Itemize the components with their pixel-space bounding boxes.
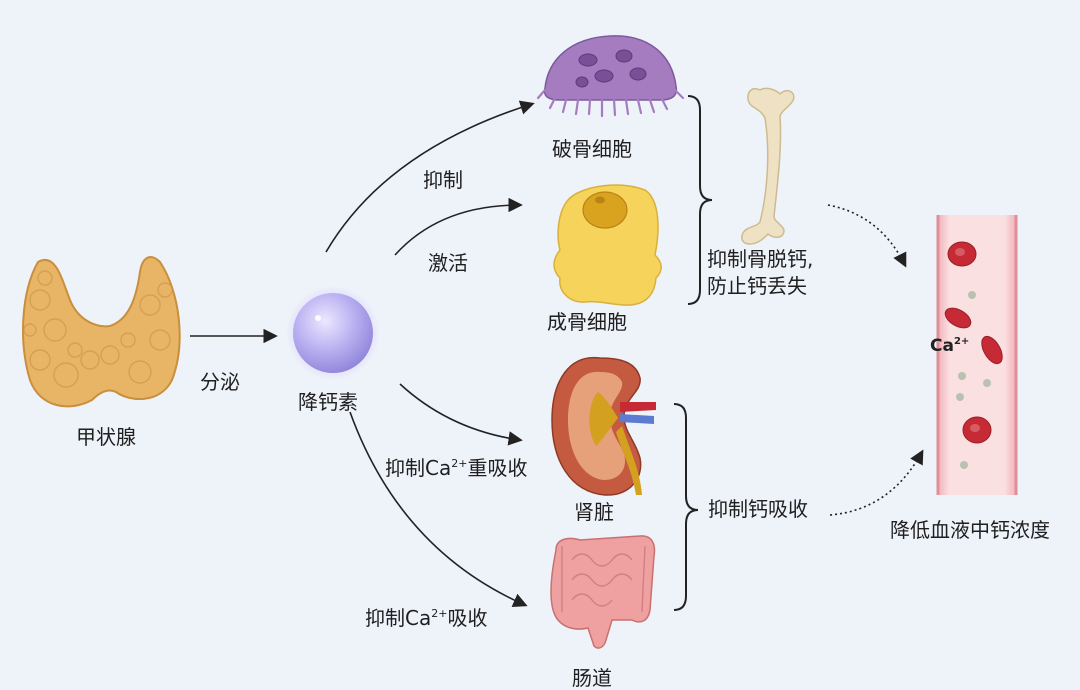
kidney-label: 肾脏 xyxy=(574,500,614,524)
bone-effect-line2: 防止钙丢失 xyxy=(707,274,807,298)
calcium-ion-label: Ca2+ xyxy=(930,336,969,356)
calcitonin-molecule-icon xyxy=(286,286,380,380)
result-label: 降低血液中钙浓度 xyxy=(890,518,1050,542)
inhibit-reabsorption-label: 抑制Ca2+重吸收 xyxy=(385,456,527,480)
inhibit-reabsorption-prefix: 抑制Ca xyxy=(385,456,452,480)
inhibit-absorption-sup: 2+ xyxy=(431,607,448,620)
intestine-icon xyxy=(550,535,656,649)
secrete-label: 分泌 xyxy=(200,370,240,394)
arrow-organs-to-blood xyxy=(829,449,924,516)
inhibit-absorption-prefix: 抑制Ca xyxy=(365,606,432,630)
osteoclast-cell-icon xyxy=(536,35,685,118)
calcium-ion-symbol: Ca xyxy=(930,336,954,356)
inhibit-label: 抑制 xyxy=(423,168,463,192)
blood-vessel-icon xyxy=(936,215,1018,495)
arrow-to-osteoclast xyxy=(325,100,535,253)
calcium-ions xyxy=(956,291,991,469)
bone-icon xyxy=(741,87,795,245)
calcium-ion-charge: 2+ xyxy=(953,336,970,347)
intestine-label: 肠道 xyxy=(572,666,612,690)
osteoblast-cell-icon xyxy=(553,184,662,306)
inhibit-reabsorption-sup: 2+ xyxy=(451,457,468,470)
red-blood-cells xyxy=(944,241,1003,444)
arrow-bone-to-blood xyxy=(827,204,907,268)
inhibit-reabsorption-suffix: 重吸收 xyxy=(467,456,528,480)
inhibit-absorption-label: 抑制Ca2+吸收 xyxy=(365,606,487,630)
bone-cells-bracket xyxy=(687,95,713,305)
activate-label: 激活 xyxy=(428,251,468,275)
arrow-to-intestine xyxy=(349,411,528,607)
calcitonin-label: 降钙素 xyxy=(298,390,358,414)
inhibit-absorption-suffix: 吸收 xyxy=(447,606,488,630)
osteoclast-label: 破骨细胞 xyxy=(552,137,632,161)
thyroid-label: 甲状腺 xyxy=(76,425,136,449)
organs-bracket xyxy=(673,403,699,611)
arrow-to-osteoblast xyxy=(394,197,523,256)
arrow-to-kidney xyxy=(399,383,523,446)
osteoblast-label: 成骨细胞 xyxy=(547,310,627,334)
inhibit-ca-absorption-label: 抑制钙吸收 xyxy=(708,497,808,521)
bone-effect-line1: 抑制骨脱钙, xyxy=(707,247,814,271)
thyroid-gland-icon xyxy=(22,256,181,408)
kidney-icon xyxy=(551,356,656,496)
